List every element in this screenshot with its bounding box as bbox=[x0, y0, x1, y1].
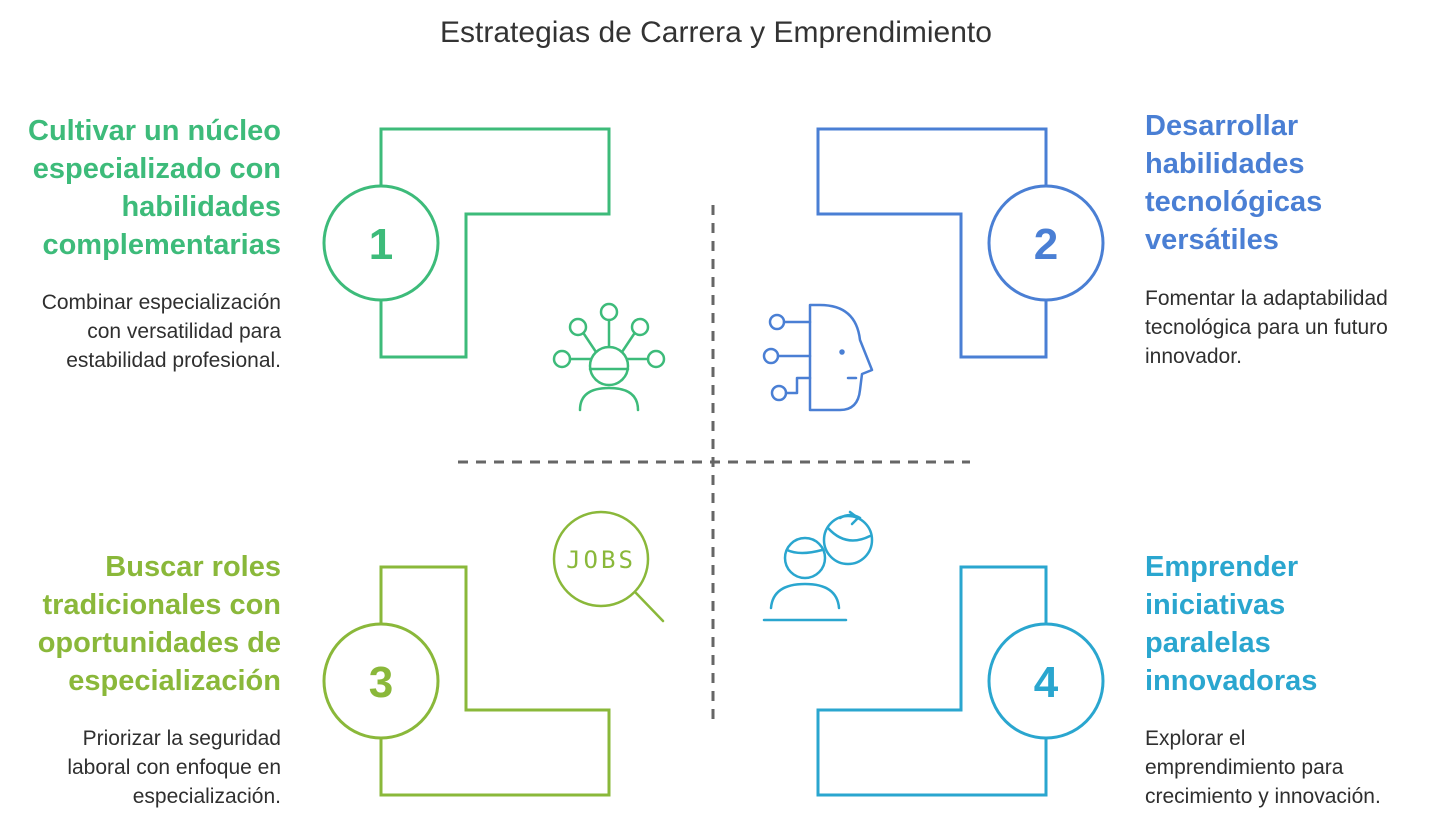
quadrant-4-graphic bbox=[816, 565, 1105, 797]
quadrant-4-path bbox=[816, 565, 1048, 797]
person-globe-icon bbox=[762, 510, 874, 622]
quadrant-2-graphic bbox=[816, 127, 1105, 359]
quadrant-1-circle bbox=[322, 184, 440, 302]
jobs-search-icon bbox=[552, 510, 665, 623]
quadrant-2-path bbox=[816, 127, 1048, 359]
quadrant-3-description: Priorizar la seguridad laboral con enfoq… bbox=[67, 727, 281, 808]
quadrant-4-circle bbox=[987, 622, 1105, 740]
quadrant-1-graphic bbox=[322, 127, 611, 359]
quadrant-3-heading: Buscar roles tradicionales con oportunid… bbox=[37, 551, 281, 697]
diagram-title: Estrategias de Carrera y Emprendimiento bbox=[440, 16, 992, 49]
quadrant-1-path bbox=[379, 127, 611, 359]
quadrant-1-number: 1 bbox=[369, 220, 393, 269]
networked-person-icon bbox=[552, 302, 666, 412]
quadrant-3-graphic bbox=[322, 565, 611, 797]
quadrant-1-heading: Cultivar un núcleo especializado con hab… bbox=[28, 115, 281, 261]
jobs-search-label: JOBS bbox=[566, 546, 636, 574]
quadrant-3-path bbox=[379, 565, 611, 797]
quadrant-1-description: Combinar especialización con versatilida… bbox=[41, 291, 281, 372]
quadrant-4-description: Explorar el emprendimiento para crecimie… bbox=[1145, 727, 1381, 808]
ai-head-icon bbox=[762, 303, 874, 412]
quadrant-2-description: Fomentar la adaptabilidad tecnológica pa… bbox=[1145, 287, 1388, 368]
quadrant-2-circle bbox=[987, 184, 1105, 302]
quadrant-2-heading: Desarrollar habilidades tecnológicas ver… bbox=[1145, 110, 1323, 256]
quadrant-3-circle bbox=[322, 622, 440, 740]
quadrant-2-number: 2 bbox=[1034, 220, 1058, 269]
quadrant-4-number: 4 bbox=[1034, 658, 1059, 707]
quadrant-3-number: 3 bbox=[369, 658, 393, 707]
quadrant-4-heading: Emprender iniciativas paralelas innovado… bbox=[1145, 551, 1318, 697]
